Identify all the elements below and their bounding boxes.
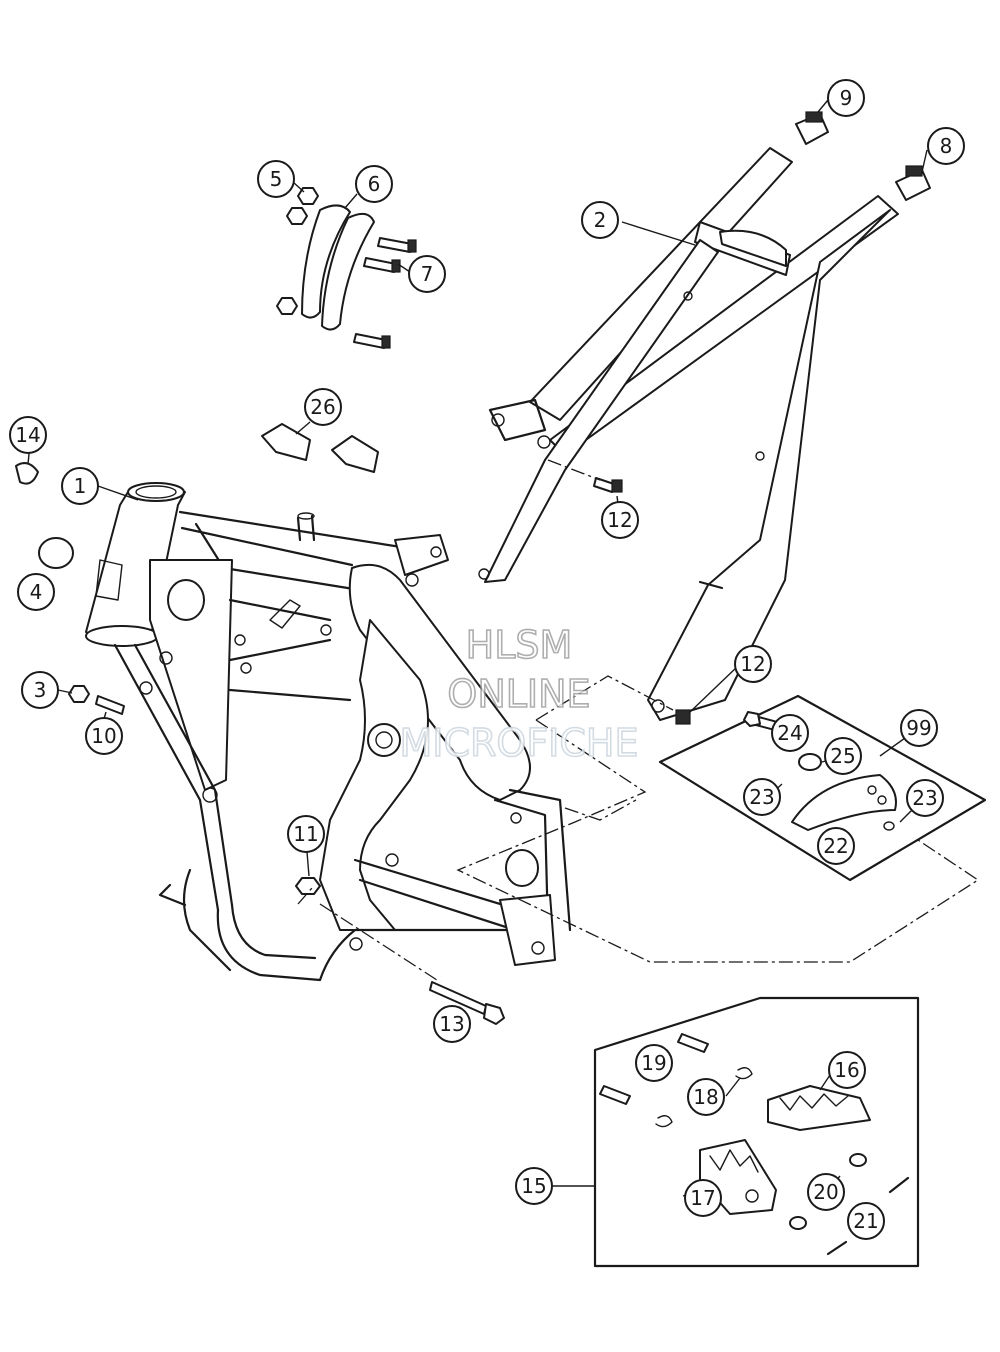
callout-label: 13 [439,1012,464,1036]
callout-5: 5 [257,160,295,198]
callout-23-right: 23 [906,779,944,817]
callout-label: 19 [641,1051,666,1075]
callout-label: 12 [607,508,632,532]
watermark-line2: ONLINE [447,672,590,716]
watermark-line1: HLSM [466,623,573,667]
callout-label: 22 [823,834,848,858]
callout-21: 21 [847,1202,885,1240]
callout-label: 23 [749,785,774,809]
callout-22: 22 [817,827,855,865]
nut-3 [68,685,90,703]
callout-19: 19 [635,1044,673,1082]
callout-12-upper: 12 [601,501,639,539]
callout-label: 5 [270,167,283,191]
callout-label: 8 [940,134,953,158]
callout-1: 1 [61,467,99,505]
callout-label: 15 [521,1174,546,1198]
callout-label: 17 [690,1186,715,1210]
callout-17: 17 [684,1179,722,1217]
callout-label: 25 [830,744,855,768]
callout-label: 21 [853,1209,878,1233]
bolt-13 [429,981,505,1025]
callout-15: 15 [515,1167,553,1205]
callout-label: 12 [740,652,765,676]
clamp-assembly [276,187,417,349]
bolt-10 [95,695,125,715]
watermark-line3: MICROFICHE [399,721,638,765]
cap-4 [38,537,74,569]
rear-subframe [478,147,899,721]
main-frame [85,482,572,982]
callout-18: 18 [687,1078,725,1116]
watermark: HLSM ONLINE MICROFICHE [399,622,640,766]
callout-6: 6 [355,165,393,203]
callout-10: 10 [85,717,123,755]
callout-label: 11 [293,822,318,846]
callout-label: 18 [693,1085,718,1109]
callout-label: 14 [15,423,40,447]
end-cap-9 [795,111,829,145]
callout-label: 16 [834,1058,859,1082]
callout-7: 7 [408,255,446,293]
callout-label: 2 [594,208,607,232]
assembly-dashes [297,459,980,983]
callout-24: 24 [771,714,809,752]
callout-2: 2 [581,201,619,239]
bolt-12-lower [675,709,691,725]
callout-3: 3 [21,671,59,709]
callout-12-lower: 12 [734,645,772,683]
callout-20: 20 [807,1173,845,1211]
callout-label: 3 [34,678,47,702]
end-cap-8 [895,165,931,201]
clip-14 [15,462,39,485]
callout-label: 9 [840,86,853,110]
callout-26: 26 [304,388,342,426]
kit-99 [658,694,987,882]
callout-label: 6 [368,172,381,196]
callout-23-left: 23 [743,778,781,816]
callout-25: 25 [824,737,862,775]
nut-11 [295,877,321,895]
callout-label: 1 [74,474,87,498]
callout-99: 99 [900,709,938,747]
callout-4: 4 [17,573,55,611]
callout-label: 7 [421,262,434,286]
callout-label: 23 [912,786,937,810]
stickers [261,423,379,473]
callout-16: 16 [828,1051,866,1089]
bolt-12-upper [593,477,623,493]
callout-14: 14 [9,416,47,454]
callout-8: 8 [927,127,965,165]
callout-13: 13 [433,1005,471,1043]
callout-label: 4 [30,580,43,604]
callout-11: 11 [287,815,325,853]
callout-label: 99 [906,716,931,740]
callout-label: 20 [813,1180,838,1204]
callout-label: 10 [91,724,116,748]
callout-label: 26 [310,395,335,419]
callout-9: 9 [827,79,865,117]
callout-label: 24 [777,721,802,745]
